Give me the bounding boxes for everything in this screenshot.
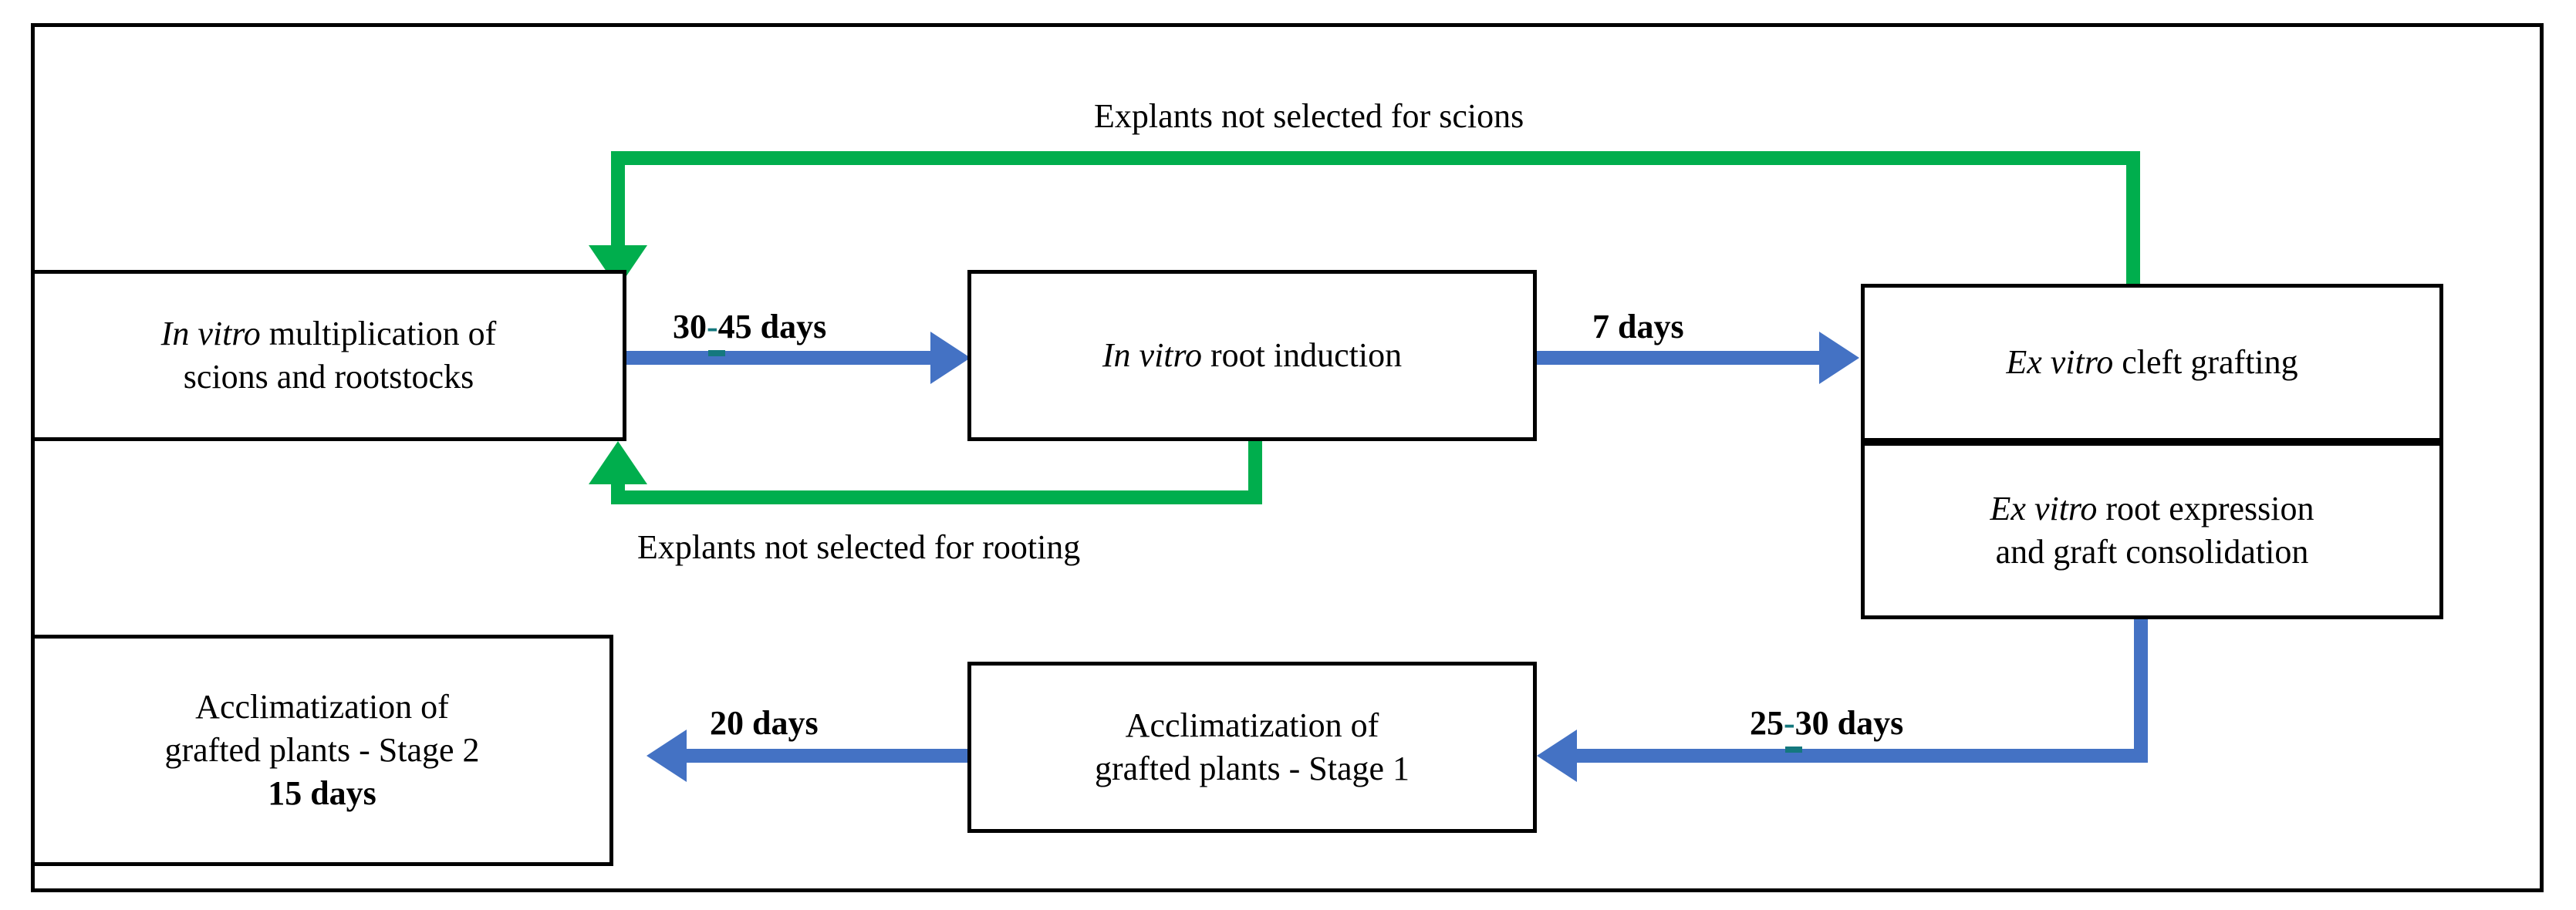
box-in-vitro-multiplication[interactable]: In vitro multiplication of scions and ro… [31, 270, 626, 441]
edge-label-25-30-days-prefix: 25 [1750, 704, 1784, 742]
box-cleft-grafting-line1-italic: Ex vitro [2006, 343, 2114, 382]
edge-label-30-45-days-hyphen: - [707, 308, 718, 345]
green-loop-bottom-horizontal [611, 490, 1262, 504]
box-multiplication-line2: scions and rootstocks [183, 358, 474, 396]
arrow-root-expression-to-stage1-horizontal [1577, 749, 2148, 763]
box-multiplication-line1-rest: multiplication of [260, 314, 497, 352]
box-cleft-grafting-line1: Ex vitro cleft grafting [2006, 341, 2297, 384]
edge-label-25-30-days: 25-30 days [1750, 703, 1903, 743]
box-cleft-grafting-line1-rest: cleft grafting [2113, 343, 2298, 382]
box-acclim-stage2-line1: Acclimatization of [195, 687, 449, 726]
edge-label-30-45-days-prefix: 30 [673, 308, 707, 345]
box-root-induction-line1-italic: In vitro [1102, 335, 1203, 374]
arrow-multiplication-to-root-induction-shaft [626, 351, 930, 365]
box-acclimatization-stage-1[interactable]: Acclimatization of grafted plants - Stag… [967, 662, 1537, 833]
box-root-induction-line1-rest: root induction [1202, 335, 1403, 374]
green-loop-top-left-vertical [611, 151, 625, 260]
arrowhead-left-icon-2 [647, 730, 687, 782]
box-ex-vitro-cleft-grafting[interactable]: Ex vitro cleft grafting [1861, 284, 2443, 442]
box-acclim-stage2-duration: 15 days [268, 774, 376, 813]
edge-label-25-30-days-hyphen: - [1784, 704, 1795, 742]
edge-label-20-days: 20 days [710, 704, 819, 742]
edge-label-30-45-days: 30-45 days [673, 307, 826, 346]
box-root-expression-line1: Ex vitro root expression [1990, 487, 2314, 531]
arrow-root-expression-down-vertical [2134, 619, 2148, 763]
box-multiplication-line1-italic: In vitro [160, 314, 261, 352]
label-explants-not-selected-for-scions: Explants not selected for scions [1094, 97, 1524, 135]
box-root-expression-line2: and graft consolidation [1995, 533, 2309, 571]
edge-label-25-30-days-suffix: 30 days [1794, 704, 1904, 742]
arrow-stage1-to-stage2-shaft [687, 749, 967, 763]
label-explants-not-selected-for-rooting: Explants not selected for rooting [637, 528, 1081, 566]
arrowhead-left-icon-1 [1537, 730, 1577, 782]
arrowhead-right-icon-1 [930, 332, 971, 384]
box-root-expression-line1-rest: root expression [2097, 489, 2314, 527]
box-acclim-stage2-line2: grafted plants - Stage 2 [164, 730, 480, 769]
box-root-expression-line1-italic: Ex vitro [1990, 489, 2098, 527]
box-in-vitro-root-induction[interactable]: In vitro root induction [967, 270, 1537, 441]
box-acclim-stage1-line2: grafted plants - Stage 1 [1094, 750, 1410, 787]
arrow-root-induction-to-cleft-grafting-shaft [1537, 351, 1819, 365]
box-multiplication-line1: In vitro multiplication of [161, 312, 497, 356]
green-arrowhead-up-icon [589, 441, 647, 484]
box-acclim-stage1-line1: Acclimatization of [1125, 706, 1379, 744]
green-loop-top-horizontal [611, 151, 2140, 165]
green-loop-bottom-right-vertical [1248, 441, 1262, 504]
edge-label-30-45-days-suffix: 45 days [717, 308, 827, 345]
arrowhead-right-icon-2 [1819, 332, 1859, 384]
green-loop-top-right-vertical [2126, 151, 2140, 286]
edge-label-7-days: 7 days [1592, 308, 1684, 345]
box-root-induction-line1: In vitro root induction [1102, 334, 1402, 377]
box-acclimatization-stage-2[interactable]: Acclimatization of grafted plants - Stag… [31, 635, 613, 866]
box-ex-vitro-root-expression[interactable]: Ex vitro root expression and graft conso… [1861, 442, 2443, 619]
